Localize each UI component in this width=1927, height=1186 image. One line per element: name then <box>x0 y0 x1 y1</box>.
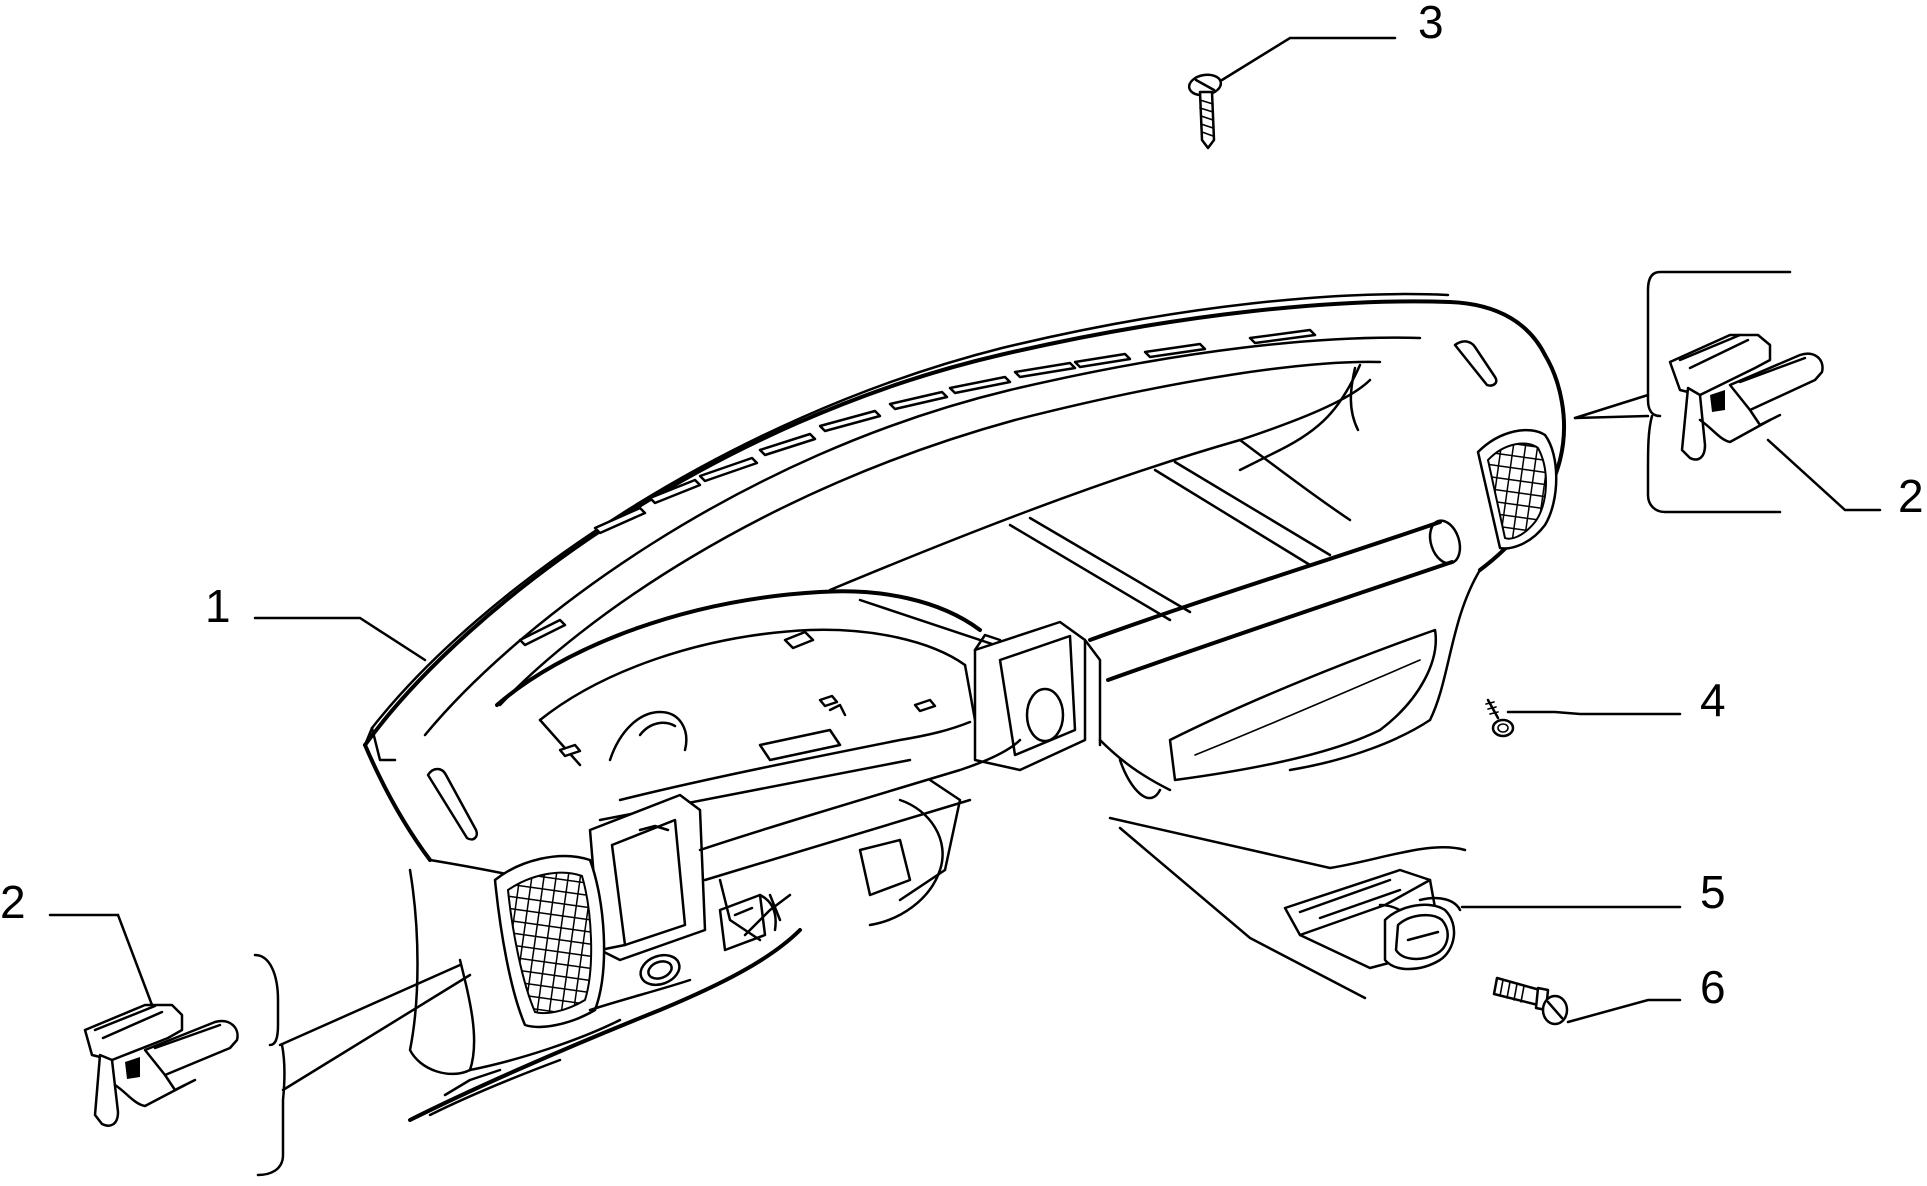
center-vent <box>973 620 1102 772</box>
dashboard-panel <box>363 292 1567 1122</box>
callout-label-5: 5 <box>1700 866 1726 918</box>
screw-part-4 <box>1485 698 1515 738</box>
left-side-grille <box>493 854 606 1029</box>
bolt-part-6 <box>1492 976 1569 1026</box>
callout-label-3: 3 <box>1418 0 1444 48</box>
defrost-vents <box>518 328 1317 647</box>
callout-label-2-left: 2 <box>0 876 26 928</box>
callout-label-4: 4 <box>1700 674 1726 726</box>
right-side-grille <box>1476 428 1558 550</box>
left-center-vent <box>588 793 707 962</box>
callout-label-2-right: 2 <box>1898 470 1924 522</box>
callout-label-6: 6 <box>1700 961 1726 1013</box>
callout-3: 3 <box>1220 0 1444 82</box>
callout-2-right: 2 <box>1766 438 1924 522</box>
callout-6: 6 <box>1566 961 1726 1024</box>
callout-2-left: 2 <box>0 876 154 1007</box>
callout-label-1: 1 <box>205 580 231 632</box>
screw-part-3 <box>1187 73 1223 150</box>
right-bracket <box>1573 270 1792 514</box>
callout-5: 5 <box>1460 866 1726 918</box>
vent-nozzle-part-5 <box>1283 868 1462 971</box>
assembly-guide-lines <box>1108 816 1467 1000</box>
callout-4: 4 <box>1506 674 1726 726</box>
clip-right <box>1668 333 1824 461</box>
clip-left <box>83 1003 239 1127</box>
left-bracket <box>253 953 472 1177</box>
callout-1: 1 <box>205 580 427 662</box>
